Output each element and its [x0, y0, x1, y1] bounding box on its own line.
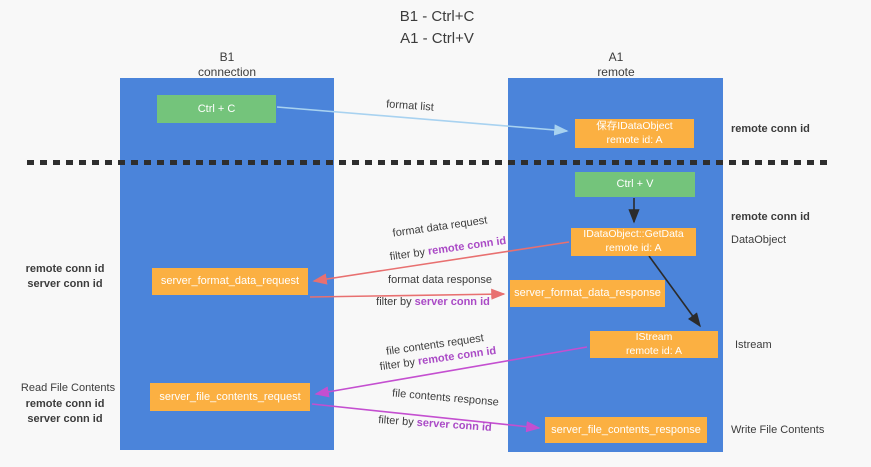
node-save-idataobject-line2: remote id: A — [606, 133, 663, 146]
node-server-file-contents-response-label: server_file_contents_response — [551, 423, 701, 436]
label-dataobject: DataObject — [731, 234, 787, 246]
node-ctrl-c-label: Ctrl + C — [197, 102, 236, 115]
title-line-1: B1 - Ctrl+C — [399, 8, 475, 25]
node-server-file-contents-request: server_file_contents_request — [150, 383, 310, 411]
node-save-idataobject: 保存IDataObject remote id: A — [575, 119, 694, 148]
label-istream: Istream — [735, 339, 772, 351]
label-filter-by-remote-1: filter by remote conn id — [383, 234, 513, 264]
node-idataobject-getdata: IDataObject::GetData remote id: A — [571, 228, 696, 256]
node-istream: IStream remote id: A — [590, 331, 718, 358]
node-ctrl-c: Ctrl + C — [157, 95, 276, 123]
node-ctrl-v-label: Ctrl + V — [616, 178, 654, 191]
lane-b1-subtitle: connection — [197, 65, 257, 79]
label-write-file-contents: Write File Contents — [731, 424, 825, 436]
label-file-contents-response: file contents response — [391, 387, 500, 409]
node-server-file-contents-response: server_file_contents_response — [545, 417, 707, 443]
node-ctrl-v: Ctrl + V — [575, 172, 695, 197]
label-filter-by-server-1: filter by server conn id — [373, 296, 493, 308]
node-save-idataobject-line1: 保存IDataObject — [596, 119, 673, 132]
node-server-format-data-response-label: server_format_data_response — [514, 287, 661, 300]
lane-a1-subtitle: remote — [597, 65, 635, 79]
label-server-conn-id-2: server conn id — [416, 416, 493, 434]
label-filter-by-prefix-3: filter by — [379, 355, 419, 374]
label-filter-by-prefix-1: filter by — [389, 245, 429, 264]
label-right-remote-conn-id-mid: remote conn id — [731, 211, 810, 223]
label-left-remote-conn-id: remote conn id — [25, 263, 105, 275]
lane-b1-title: B1 — [219, 50, 235, 64]
label-filter-by-server-2: filter by server conn id — [375, 414, 496, 434]
node-istream-line2: remote id: A — [625, 344, 683, 357]
label-read-file-contents: Read File Contents — [20, 382, 116, 394]
node-server-file-contents-request-label: server_file_contents_request — [159, 390, 301, 403]
label-format-data-request: format data request — [391, 214, 489, 240]
label-remote-conn-id-1: remote conn id — [427, 234, 507, 258]
lane-header-a1: A1 remote — [536, 50, 696, 80]
label-right-remote-conn-id-top: remote conn id — [731, 123, 810, 135]
label-format-data-response: format data response — [388, 274, 492, 286]
node-server-format-data-response: server_format_data_response — [510, 280, 665, 307]
node-getdata-line2: remote id: A — [605, 242, 662, 254]
dashed-separator-line — [27, 160, 830, 165]
label-format-list: format list — [385, 98, 435, 114]
lane-a1-title: A1 — [608, 50, 624, 64]
label-left-server-conn-id: server conn id — [27, 278, 103, 290]
node-istream-line1: IStream — [635, 330, 673, 343]
label-left-remote-conn-id-2: remote conn id — [25, 398, 105, 410]
node-getdata-line1: IDataObject::GetData — [583, 228, 684, 241]
node-server-format-data-request-label: server_format_data_request — [160, 275, 300, 288]
label-left-server-conn-id-2: server conn id — [27, 413, 103, 425]
diagram-title: B1 - Ctrl+C A1 - Ctrl+V — [287, 6, 587, 50]
lane-header-b1: B1 connection — [147, 50, 307, 80]
node-server-format-data-request: server_format_data_request — [152, 268, 308, 295]
label-filter-by-prefix-2: filter by — [376, 296, 415, 308]
title-line-2: A1 - Ctrl+V — [400, 29, 474, 47]
label-filter-by-prefix-4: filter by — [377, 414, 418, 429]
label-server-conn-id-1: server conn id — [414, 296, 490, 308]
